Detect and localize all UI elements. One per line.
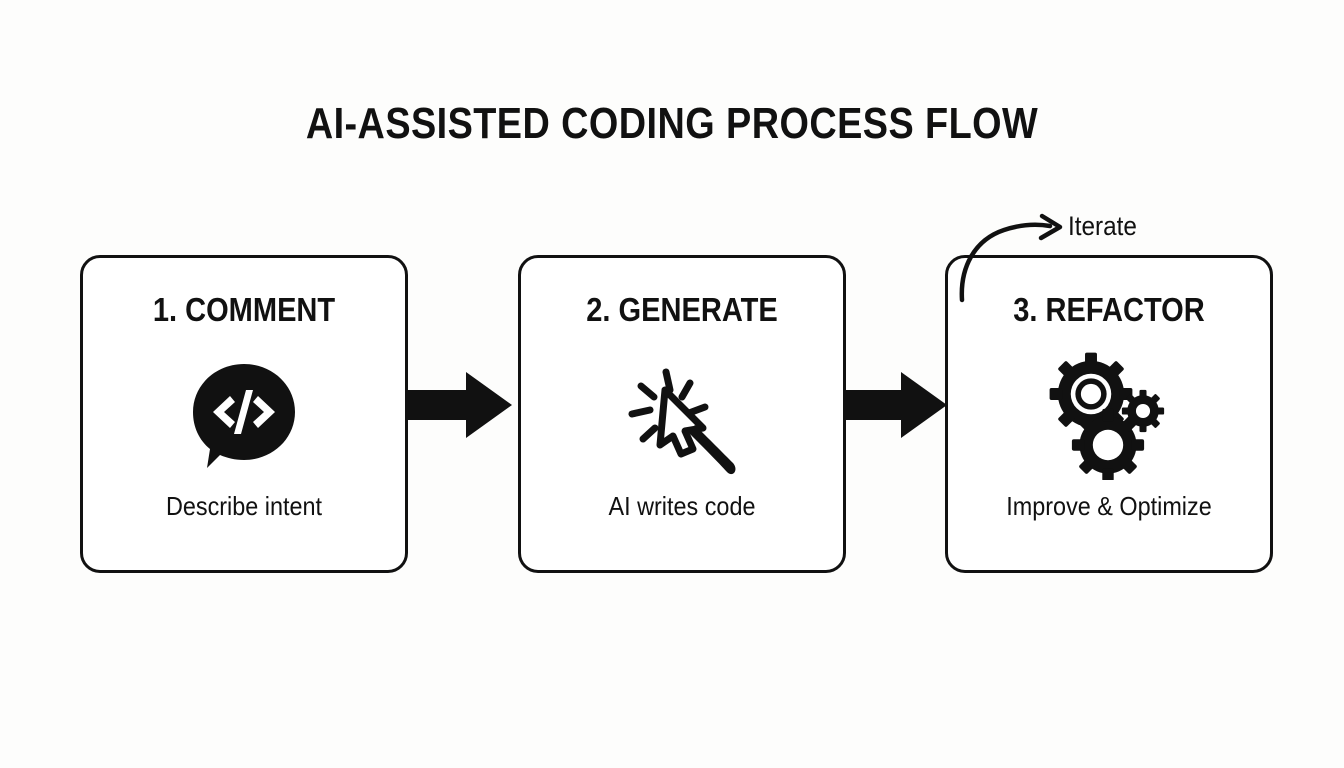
arrow-comment-to-generate (408, 372, 512, 438)
step-title-refactor: 3. REFACTOR (1013, 291, 1205, 328)
step-card-refactor[interactable]: 3. REFACTOR (945, 255, 1273, 573)
step-caption-refactor: Improve & Optimize (1006, 491, 1212, 521)
page-title: AI-ASSISTED CODING PROCESS FLOW (305, 99, 1039, 148)
step-title-comment: 1. COMMENT (152, 291, 336, 328)
iterate-loop-arrow (930, 196, 1080, 306)
gears-icon (948, 350, 1270, 480)
iterate-label: Iterate (1068, 211, 1137, 241)
arrow-generate-to-refactor (843, 372, 947, 438)
step-title-generate: 2. GENERATE (586, 291, 778, 328)
step-caption-generate: AI writes code (608, 491, 756, 521)
step-card-generate[interactable]: 2. GENERATE AI writes code (518, 255, 846, 573)
code-speech-bubble-icon (83, 350, 405, 480)
step-caption-comment: Describe intent (165, 491, 323, 521)
magic-wand-cursor-icon (521, 350, 843, 480)
step-card-comment[interactable]: 1. COMMENT Describe intent (80, 255, 408, 573)
